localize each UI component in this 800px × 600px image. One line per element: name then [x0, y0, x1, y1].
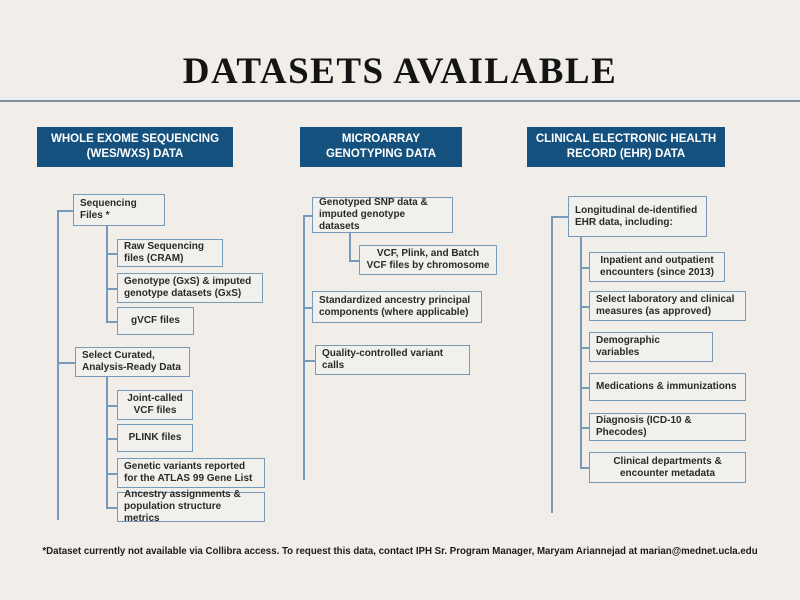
- node-medications-immunizations: Medications & immunizations: [589, 373, 746, 401]
- connector-line: [106, 438, 117, 440]
- connector-branch-genotyped: [349, 233, 351, 261]
- connector-branch-sequencing: [106, 226, 108, 322]
- node-joint-called-vcf: Joint-called VCF files: [117, 390, 193, 420]
- node-standardized-ancestry-pc: Standardized ancestry principal componen…: [312, 291, 482, 323]
- node-quality-controlled-calls: Quality-controlled variant calls: [315, 345, 470, 375]
- connector-line: [106, 253, 117, 255]
- node-vcf-plink-batch: VCF, Plink, and Batch VCF files by chrom…: [359, 245, 497, 275]
- column-header-ehr: CLINICAL ELECTRONIC HEALTH RECORD (EHR) …: [527, 127, 725, 167]
- node-select-laboratory: Select laboratory and clinical measures …: [589, 291, 746, 321]
- node-diagnosis-icd10: Diagnosis (ICD-10 & Phecodes): [589, 413, 746, 441]
- connector-line: [106, 507, 117, 509]
- connector-trunk-wes: [57, 210, 59, 520]
- node-inpatient-outpatient: Inpatient and outpatient encounters (sin…: [589, 252, 725, 282]
- connector-line: [106, 473, 117, 475]
- title-divider: [0, 97, 800, 102]
- node-gvcf-files: gVCF files: [117, 307, 194, 335]
- node-genetic-variants-atlas99: Genetic variants reported for the ATLAS …: [117, 458, 265, 488]
- connector-trunk-microarray: [303, 215, 305, 480]
- node-sequencing-files: Sequencing Files *: [73, 194, 165, 226]
- column-header-wes: WHOLE EXOME SEQUENCING (WES/WXS) DATA: [37, 127, 233, 167]
- footnote: *Dataset currently not available via Col…: [42, 546, 758, 557]
- connector-line: [580, 306, 589, 308]
- connector-branch-longitudinal: [580, 237, 582, 468]
- node-longitudinal-ehr: Longitudinal de-identified EHR data, inc…: [568, 196, 707, 237]
- node-demographic-variables: Demographic variables: [589, 332, 713, 362]
- column-header-microarray: MICROARRAY GENOTYPING DATA: [300, 127, 462, 167]
- connector-line: [106, 405, 117, 407]
- node-plink-files: PLINK files: [117, 424, 193, 452]
- page-title: DATASETS AVAILABLE: [182, 51, 618, 92]
- connector-line: [106, 321, 117, 323]
- connector-line: [303, 307, 312, 309]
- connector-line: [580, 427, 589, 429]
- node-select-curated: Select Curated, Analysis-Ready Data: [75, 347, 190, 377]
- connector-line: [303, 360, 315, 362]
- node-genotype-gxs: Genotype (GxS) & imputed genotype datase…: [117, 273, 263, 303]
- connector-line: [57, 362, 75, 364]
- connector-line: [551, 216, 568, 218]
- connector-line: [580, 347, 589, 349]
- connector-line: [57, 210, 73, 212]
- connector-line: [106, 288, 117, 290]
- connector-line: [303, 215, 312, 217]
- connector-trunk-ehr: [551, 216, 553, 513]
- connector-line: [349, 260, 359, 262]
- connector-line: [580, 387, 589, 389]
- node-genotyped-snp-data: Genotyped SNP data & imputed genotype da…: [312, 197, 453, 233]
- connector-branch-curated: [106, 377, 108, 508]
- connector-line: [580, 267, 589, 269]
- node-raw-sequencing-cram: Raw Sequencing files (CRAM): [117, 239, 223, 267]
- node-clinical-departments: Clinical departments & encounter metadat…: [589, 452, 746, 483]
- node-ancestry-assignments: Ancestry assignments & population struct…: [117, 489, 265, 524]
- connector-line: [580, 467, 589, 469]
